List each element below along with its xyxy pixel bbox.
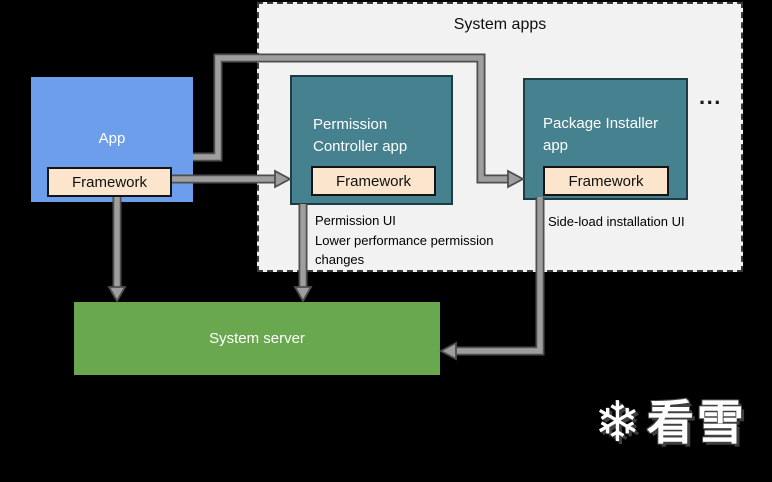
annotation-line: Permission UI <box>315 213 396 228</box>
kanxue-watermark: ❄ 看雪 <box>594 394 747 453</box>
package-installer-node: Package Installer app Framework <box>523 78 688 200</box>
permission-controller-annotation: Permission UI Lower performance permissi… <box>315 211 531 270</box>
system-server-label: System server <box>209 330 305 347</box>
app-node: App Framework <box>31 77 193 202</box>
permission-controller-label: Permission Controller app <box>313 116 408 155</box>
annotation-line: Lower performance permission changes <box>315 232 494 268</box>
permission-controller-framework-box: Framework <box>311 166 436 196</box>
app-label: App <box>98 130 126 147</box>
app-framework-box: Framework <box>47 167 172 197</box>
kanxue-watermark-text: 看雪 <box>646 396 747 449</box>
package-installer-label: Package Installer app <box>543 115 659 154</box>
package-installer-framework-label: Framework <box>568 172 644 190</box>
package-installer-annotation: Side-load installation UI <box>548 214 685 229</box>
app-framework-label: Framework <box>71 173 147 191</box>
permission-controller-node: Permission Controller app Framework <box>290 75 453 205</box>
system-apps-label: System apps <box>453 16 547 33</box>
arrow-app-to-system-server <box>107 197 127 303</box>
system-server-node: System server <box>74 302 440 375</box>
package-installer-framework-box: Framework <box>543 166 669 196</box>
permission-controller-framework-label: Framework <box>335 172 411 190</box>
snowflake-icon: ❄ <box>594 390 641 456</box>
more-apps-ellipsis: ... <box>699 84 722 109</box>
